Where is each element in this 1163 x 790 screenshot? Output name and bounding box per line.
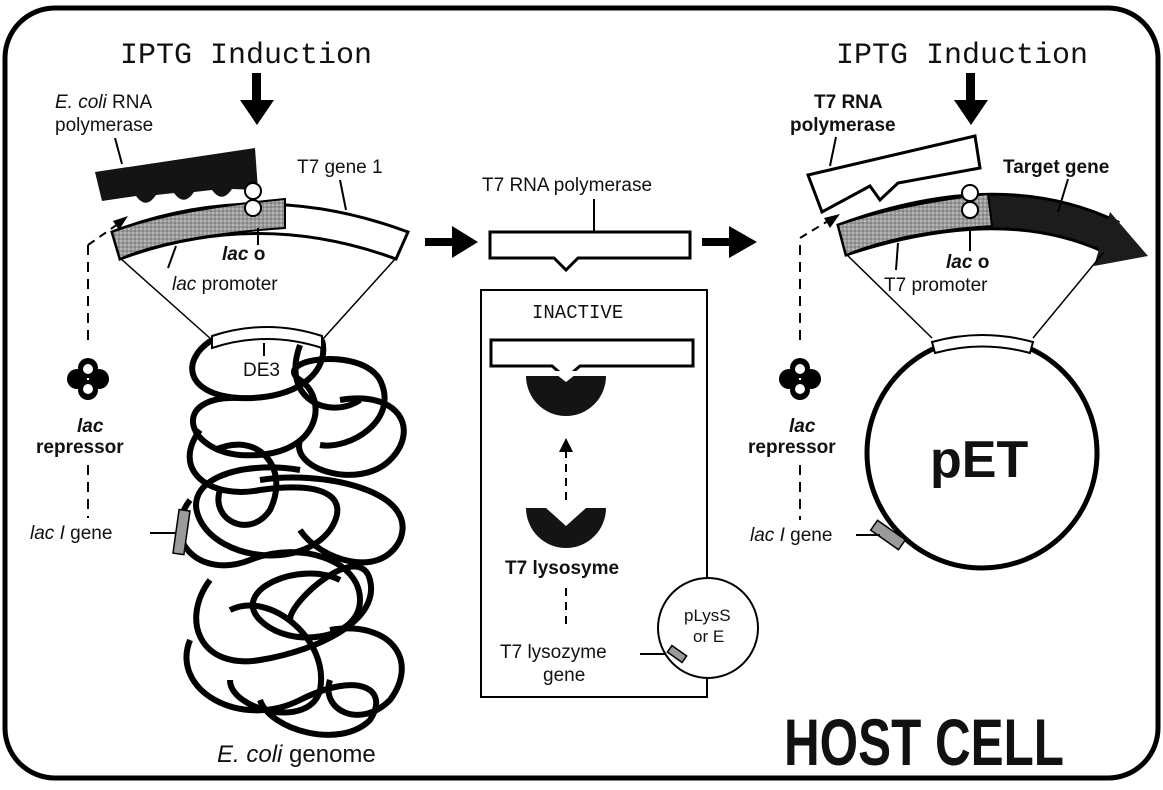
plyss-label-line2: or E (693, 627, 724, 646)
left-promoter-leader (167, 245, 177, 269)
right-repressor-label-line1: lac (789, 416, 816, 437)
right-induction-arrow (954, 73, 988, 125)
right-laci-label: lac I gene (750, 525, 832, 546)
t7-promoter-label: T7 promoter (884, 275, 988, 296)
inactive-label: INACTIVE (532, 302, 623, 324)
right-lac-repressor-on-operator (961, 184, 979, 219)
right-lac-repressor-icon (779, 358, 821, 400)
left-repressor-arrowhead (113, 216, 128, 230)
target-gene-arrowhead (1094, 212, 1148, 266)
left-zoom-line-b (321, 257, 397, 341)
de3-segment (211, 326, 323, 350)
arrow-to-middle (425, 226, 478, 258)
t7-gene1-leader (339, 179, 347, 211)
t7-lysosyme-label: T7 lysosyme (505, 558, 619, 579)
left-induction-arrow (240, 73, 274, 125)
left-repressor-dash-diag (87, 223, 119, 246)
left-laci-label: lac I gene (30, 523, 112, 544)
plyss-label-line1: pLysS (684, 606, 731, 625)
right-induction-title: IPTG Induction (836, 39, 1088, 73)
left-induction-title: IPTG Induction (120, 39, 372, 73)
free-lysozyme-shape (526, 508, 606, 548)
left-promoter-label: lac promoter (172, 274, 278, 295)
left-polymerase-label-line1: E. coli RNA (55, 92, 152, 113)
host-cell-outline (2, 5, 1161, 781)
right-laci-gene-segment (869, 519, 907, 551)
right-repressor-arrowhead (824, 214, 840, 228)
right-repressor-dash-diag (799, 220, 829, 239)
bound-lysozyme-shape (526, 376, 606, 416)
left-polymerase-leader (114, 137, 123, 165)
ecoli-genome-label: E. coli genome (217, 741, 376, 768)
right-polymerase-leader (829, 136, 837, 167)
t7-promoter-region (836, 192, 994, 257)
t7-polymerase-bound-shape (805, 134, 982, 215)
left-operator-label: lac o (222, 244, 265, 265)
left-lac-repressor-icon (67, 358, 109, 400)
inactive-box (480, 289, 708, 698)
t7-lysozyme-gene-label-line2: gene (543, 665, 585, 686)
inactive-polymerase-shape (489, 338, 695, 380)
target-gene-label: Target gene (1003, 157, 1109, 178)
right-zoom-line-b (1032, 251, 1105, 339)
lac-repressor-on-operator (244, 182, 262, 217)
left-repressor-label-line1: lac (77, 416, 104, 437)
arrow-to-right (702, 226, 757, 258)
lysozyme-gene-segment (666, 644, 688, 664)
host-cell-label: HOST CELL (784, 705, 1064, 779)
lysozyme-binding-arrowhead (559, 438, 573, 452)
ecoli-genome-loops (176, 337, 407, 738)
bound-lysozyme-notch (552, 371, 580, 382)
lac-promoter-region (110, 197, 286, 261)
right-zoom-line-a (845, 253, 933, 339)
left-zoom-line-a (119, 257, 213, 341)
left-laci-gene-segment (172, 508, 191, 556)
pet-label: pET (930, 431, 1028, 489)
t7-promoter-leader (895, 242, 899, 271)
ecoli-rna-polymerase-shape (95, 148, 258, 203)
right-operator-label: lac o (946, 252, 989, 273)
right-repressor-label-line2: repressor (748, 437, 836, 458)
target-gene-leader (1057, 178, 1069, 213)
t7-rna-polymerase-label: T7 RNA polymerase (482, 175, 652, 196)
t7-lysozyme-gene-label-line1: T7 lysozyme (500, 642, 607, 663)
left-repressor-label-line2: repressor (36, 437, 124, 458)
right-polymerase-label-line1: T7 RNA (814, 92, 883, 113)
t7-gene1-label: T7 gene 1 (297, 157, 383, 178)
right-polymerase-label-line2: polymerase (790, 115, 896, 136)
t7-rna-polymerase-shape (488, 230, 692, 273)
pet-insert-segment (930, 334, 1035, 355)
left-polymerase-label-line2: polymerase (55, 115, 153, 136)
de3-label: DE3 (243, 360, 280, 381)
